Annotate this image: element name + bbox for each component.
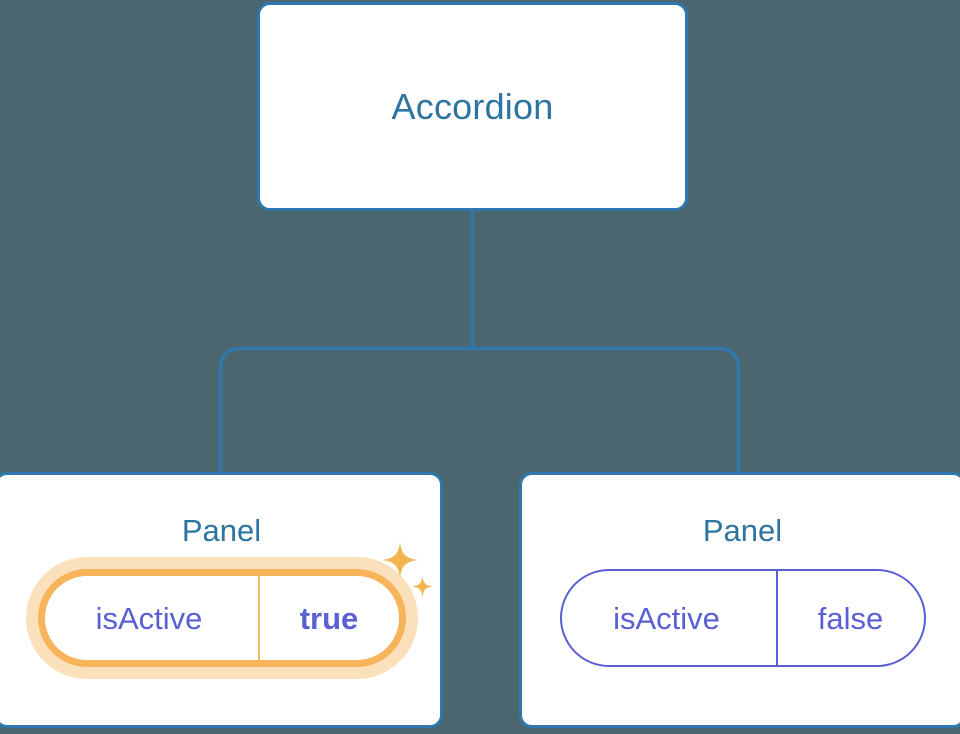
prop-key-isactive: isActive [95,600,203,636]
node-panel-active[interactable]: Panel isActive true [0,472,443,728]
node-panel-inactive[interactable]: Panel isActive false [519,472,960,728]
prop-value-false: false [775,571,924,665]
prop-pill-isactive-true[interactable]: isActive true [37,569,406,667]
node-title-accordion: Accordion [391,85,554,127]
prop-value-true: true [257,576,399,660]
prop-pill-wrapper-inactive: isActive false [559,569,926,667]
node-title-panel-active: Panel [181,513,262,548]
node-accordion[interactable]: Accordion [257,2,688,211]
prop-pill-isactive-false[interactable]: isActive false [559,569,926,667]
connector-branches [218,346,741,474]
prop-key-isactive: isActive [613,600,720,636]
node-title-panel-inactive: Panel [702,513,783,548]
prop-pill-wrapper-active: isActive true [25,557,418,679]
